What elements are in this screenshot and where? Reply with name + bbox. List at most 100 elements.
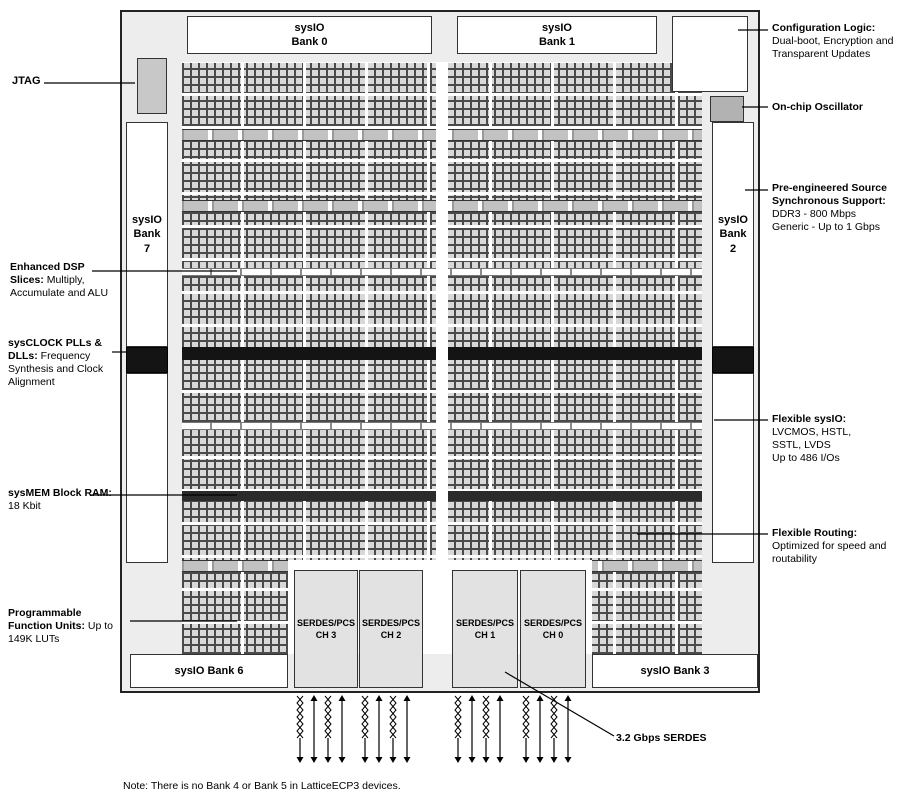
serdes-arrow: [468, 757, 476, 763]
serdes-arrow: [375, 695, 383, 701]
serdes-arrow: [454, 757, 462, 763]
serdes-ch0: SERDES/PCS CH 0: [520, 570, 586, 688]
serdes-label: CH 2: [380, 630, 402, 640]
bank-label: Bank: [719, 228, 747, 241]
callout-title: Configuration Logic:: [772, 22, 876, 34]
jtag-block: [137, 58, 167, 114]
sysio-bank-3: sysIO Bank 3: [592, 654, 758, 688]
bank-label: sysIO: [542, 21, 572, 34]
callout-text: 18 Kbit: [8, 500, 41, 513]
serdes-label: CH 0: [542, 630, 564, 640]
callout-title: Flexible Routing:: [772, 527, 858, 539]
serdes-ch3: SERDES/PCS CH 3: [294, 570, 358, 688]
chip-outline: sysIO Bank 0 sysIO Bank 1 sysIO Bank 7 s…: [120, 10, 760, 693]
callout-text: Dual-boot, Encryption and Transparent Up…: [772, 35, 894, 61]
serdes-arrow: [482, 757, 490, 763]
serdes-arrow: [296, 695, 304, 739]
callout-serdes: 3.2 Gbps SERDES: [616, 732, 746, 745]
serdes-arrow: [564, 695, 572, 701]
serdes-arrow: [522, 757, 530, 763]
footnote: Note: There is no Bank 4 or Bank 5 in La…: [123, 780, 401, 792]
serdes-arrow: [338, 757, 346, 763]
sysio-bank-0: sysIO Bank 0: [187, 16, 432, 54]
callout-title: sysMEM Block RAM:: [8, 487, 112, 499]
serdes-arrow: [496, 757, 504, 763]
right-io-column: [712, 373, 754, 563]
serdes-arrow: [310, 695, 318, 701]
bank-label: sysIO: [718, 214, 748, 227]
serdes-arrow: [389, 757, 397, 763]
callout-oscillator: On-chip Oscillator: [772, 101, 894, 114]
bank-label: Bank: [133, 228, 161, 241]
serdes-arrow: [324, 695, 332, 739]
serdes-label: CH 1: [474, 630, 496, 640]
serdes-arrow: [522, 695, 530, 739]
callout-jtag: JTAG: [12, 75, 82, 89]
callout-pfu: Programmable Function Units: Up to 149K …: [8, 607, 128, 646]
serdes-arrow: [522, 695, 530, 739]
serdes-label: SERDES/PCS: [296, 618, 356, 628]
serdes-arrow: [496, 695, 504, 701]
serdes-arrow: [338, 695, 346, 701]
bank-label: 7: [143, 242, 151, 255]
callout-dsp: Enhanced DSP Slices: Multiply, Accumulat…: [10, 261, 118, 300]
sysio-bank-7: sysIO Bank 7: [126, 122, 168, 347]
serdes-arrow: [403, 757, 411, 763]
sysio-bank-2: sysIO Bank 2: [712, 122, 754, 347]
callout-title: Pre-engineered Source Synchronous Suppor…: [772, 182, 887, 208]
callout-sysclock: sysCLOCK PLLs & DLLs: Frequency Synthesi…: [8, 337, 114, 390]
configuration-logic-block: [672, 16, 748, 92]
serdes-label: SERDES/PCS: [361, 618, 421, 628]
serdes-arrow: [361, 695, 369, 739]
callout-text: LVCMOS, HSTL, SSTL, LVDS Up to 486 I/Os: [772, 426, 852, 465]
serdes-arrow: [324, 757, 332, 763]
center-routing-channel: [436, 62, 448, 654]
bank-label: sysIO Bank 6: [174, 664, 244, 677]
serdes-arrow: [296, 695, 304, 739]
serdes-label: SERDES/PCS: [523, 618, 583, 628]
callout-title: sysCLOCK PLLs & DLLs:: [8, 337, 102, 363]
serdes-arrow: [536, 695, 544, 701]
serdes-arrow: [550, 695, 558, 739]
serdes-arrow: [454, 695, 462, 739]
left-io-column: [126, 373, 168, 563]
serdes-arrow: [454, 695, 462, 739]
callout-flexible-sysio: Flexible sysIO:LVCMOS, HSTL, SSTL, LVDS …: [772, 413, 894, 466]
callout-text: DDR3 - 800 Mbps Generic - Up to 1 Gbps: [772, 208, 880, 234]
serdes-arrow: [324, 695, 332, 739]
serdes-label: SERDES/PCS: [455, 618, 515, 628]
callout-title: JTAG: [12, 75, 41, 87]
callout-text: Frequency Synthesis and Clock Alignment: [8, 350, 104, 389]
serdes-arrow: [310, 757, 318, 763]
callout-title: 3.2 Gbps SERDES: [616, 732, 707, 744]
callout-title: Programmable Function Units:: [8, 607, 85, 633]
pll-corner-right: [712, 347, 754, 373]
callout-text: Multiply, Accumulate and ALU: [10, 274, 109, 300]
fpga-fabric: [182, 62, 702, 654]
bank-label: Bank 1: [538, 36, 576, 48]
serdes-arrow: [389, 695, 397, 739]
serdes-arrow: [403, 695, 411, 701]
serdes-label: CH 3: [315, 630, 337, 640]
bank-label: Bank 0: [291, 36, 328, 48]
serdes-arrow: [361, 695, 369, 739]
callout-flexible-routing: Flexible Routing:Optimized for speed and…: [772, 527, 894, 566]
serdes-io-arrows: [296, 695, 572, 763]
serdes-arrow: [361, 757, 369, 763]
bank-label: 2: [729, 242, 737, 255]
callout-sysmem: sysMEM Block RAM: 18 Kbit: [8, 487, 120, 513]
callout-configuration-logic: Configuration Logic:Dual-boot, Encryptio…: [772, 22, 894, 61]
callout-source-synchronous: Pre-engineered Source Synchronous Suppor…: [772, 182, 898, 235]
callout-title: Flexible sysIO:: [772, 413, 847, 425]
serdes-arrow: [296, 757, 304, 763]
serdes-ch1: SERDES/PCS CH 1: [452, 570, 518, 688]
serdes-arrow: [375, 757, 383, 763]
callout-title: Enhanced DSP Slices:: [10, 261, 85, 287]
callout-title: On-chip Oscillator: [772, 101, 864, 113]
serdes-arrow: [550, 695, 558, 739]
serdes-arrow: [564, 757, 572, 763]
serdes-arrow: [468, 695, 476, 701]
serdes-arrow: [482, 695, 490, 739]
oscillator-block: [710, 96, 744, 122]
